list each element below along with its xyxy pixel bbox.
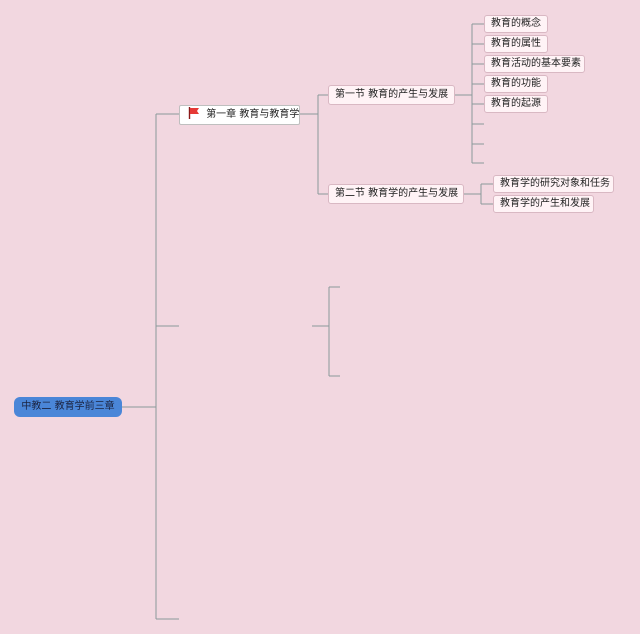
section-label: 第二节 教育学的产生与发展	[335, 188, 459, 199]
topic-node[interactable]: 教育的起源	[484, 95, 548, 113]
section-node[interactable]: 第一节 教育的产生与发展	[328, 85, 455, 105]
section-node[interactable]: 第二节 教育学的产生与发展	[328, 184, 464, 204]
chapter-label: 第一章 教育与教育学	[206, 109, 300, 120]
topic-node[interactable]: 教育的概念	[484, 15, 548, 33]
topic-node[interactable]: 教育学的产生和发展	[493, 195, 594, 213]
topic-node[interactable]: 教育的属性	[484, 35, 548, 53]
root-node[interactable]: 中教二 教育学前三章	[14, 397, 122, 417]
topic-node[interactable]: 教育学的研究对象和任务	[493, 175, 614, 193]
topic-node[interactable]: 教育活动的基本要素	[484, 55, 585, 73]
section-label: 第一节 教育的产生与发展	[335, 89, 449, 100]
topic-node[interactable]: 教育的功能	[484, 75, 548, 93]
red-flag-icon	[188, 107, 199, 119]
chapter-node[interactable]: 第一章 教育与教育学	[179, 105, 300, 125]
